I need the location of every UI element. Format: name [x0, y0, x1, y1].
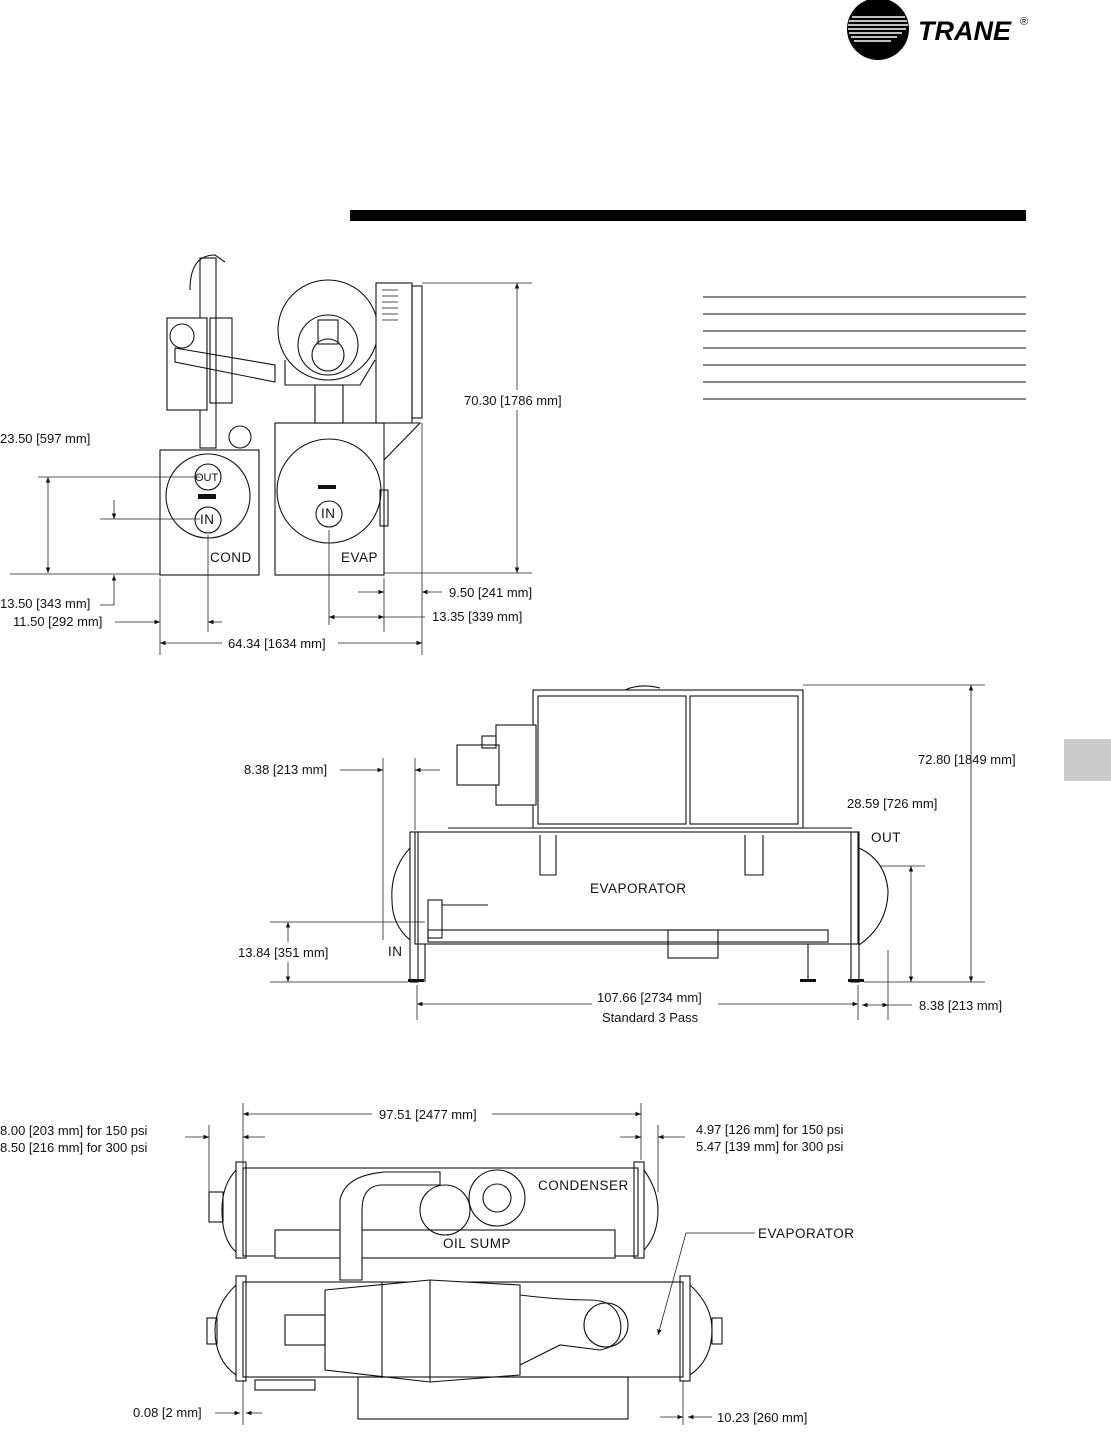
- cond-nozzle-height-dim: 23.50 [597 mm]: [0, 431, 90, 446]
- front-width-dim: 64.34 [1634 mm]: [228, 636, 326, 651]
- front-right-offset-dim: 9.50 [241 mm]: [449, 585, 532, 600]
- brand-name: TRANE: [918, 16, 1012, 46]
- side-evaporator-label: EVAPORATOR: [590, 881, 687, 896]
- spec-table-rules: [703, 296, 1026, 400]
- side-in-label: IN: [388, 944, 403, 959]
- evap-offset-dim: 13.35 [339 mm]: [432, 609, 522, 624]
- top-right-150-dim: 4.97 [126 mm] for 150 psi: [696, 1122, 844, 1137]
- side-right-clearance-dim: 8.38 [213 mm]: [919, 998, 1002, 1013]
- brand-reg-mark: ®: [1020, 16, 1028, 28]
- top-evaporator-label: EVAPORATOR: [758, 1226, 855, 1241]
- top-length-dim: 97.51 [2477 mm]: [379, 1107, 477, 1122]
- cond-out-label: OUT: [195, 472, 219, 484]
- evap-label: EVAP: [341, 550, 378, 565]
- side-left-clearance-dim: 8.38 [213 mm]: [244, 762, 327, 777]
- top-bottom-left-dim: 0.08 [2 mm]: [133, 1405, 202, 1420]
- front-height-dim: 70.30 [1786 mm]: [464, 393, 562, 408]
- front-view: OUT IN IN COND EVAP 70.30 [1786 mm] 23.5…: [0, 254, 562, 655]
- trane-circle-logo-icon: [847, 0, 909, 60]
- cond-label: COND: [210, 550, 252, 565]
- cond-in-label: IN: [200, 512, 215, 527]
- trane-logo: TRANE ®: [847, 0, 1028, 60]
- cond-offset-dim: 11.50 [292 mm]: [13, 614, 102, 629]
- header-rule: [350, 210, 1026, 221]
- top-oil-sump-label: OIL SUMP: [443, 1236, 511, 1251]
- side-out-height-dim: 28.59 [726 mm]: [847, 796, 937, 811]
- top-bottom-right-dim: 10.23 [260 mm]: [717, 1410, 807, 1425]
- side-in-height-dim: 13.84 [351 mm]: [238, 945, 328, 960]
- top-right-300-dim: 5.47 [139 mm] for 300 psi: [696, 1139, 844, 1154]
- side-height-dim: 72.80 [1849 mm]: [918, 752, 1016, 767]
- cond-in-height-dim: 13.50 [343 mm]: [0, 596, 90, 611]
- side-length-dim: 107.66 [2734 mm]: [597, 990, 702, 1005]
- side-length-note: Standard 3 Pass: [602, 1010, 699, 1025]
- side-view: EVAPORATOR OUT IN 72.80 [1849 mm] 28.59 …: [238, 684, 1016, 1025]
- top-left-300-dim: 8.50 [216 mm] for 300 psi: [0, 1140, 148, 1155]
- top-left-150-dim: 8.00 [203 mm] for 150 psi: [0, 1123, 148, 1138]
- evap-in-label: IN: [321, 506, 336, 521]
- side-out-label: OUT: [871, 830, 901, 845]
- top-condenser-label: CONDENSER: [538, 1178, 629, 1193]
- section-side-tab: [1064, 739, 1111, 781]
- top-view: CONDENSER OIL SUMP EVAPORATOR 97.51 [247…: [0, 1103, 855, 1425]
